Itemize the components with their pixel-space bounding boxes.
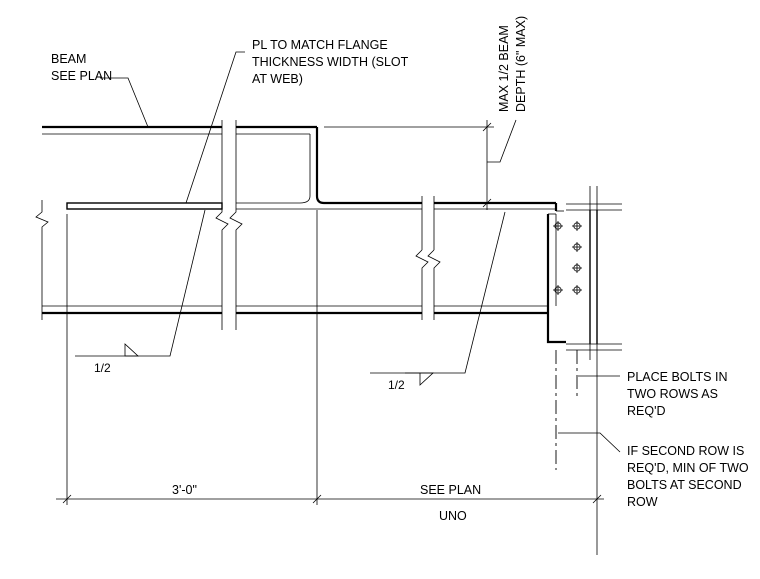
beam-bottom-flange [42,305,548,315]
note-pl-2: THICKNESS WIDTH (SLOT [252,55,409,69]
beam-top-flange-upper [42,125,325,205]
dim-right-value: SEE PLAN [420,483,481,497]
dim-right-sub: UNO [439,509,467,523]
bolt-holes [553,221,582,295]
note-second-4: ROW [627,495,658,509]
dim-left-value: 3'-0" [172,483,197,497]
note-pl-1: PL TO MATCH FLANGE [252,38,388,52]
note-bolts-1: PLACE BOLTS IN [627,370,728,384]
support-member [566,186,622,360]
dimension-string [56,210,604,505]
weld-size-right: 1/2 [388,378,405,392]
note-second-2: REQ'D, MIN OF TWO [627,461,749,475]
note-see-plan: SEE PLAN [51,69,112,83]
weld-size-left: 1/2 [94,361,111,375]
note-max-depth-2: DEPTH (6" MAX) [514,16,528,112]
leaders [75,51,621,453]
note-beam: BEAM [51,52,86,66]
note-pl-3: AT WEB) [252,72,303,86]
note-bolts-3: REQ'D [627,404,666,418]
note-bolts-2: TWO ROWS AS [627,387,718,401]
weld-symbol-right [419,372,435,386]
note-second-1: IF SECOND ROW IS [627,444,744,458]
shear-tab [546,213,566,344]
centerlines [555,350,598,555]
weld-symbol-left [124,343,140,357]
break-lines [35,120,441,330]
cope-depth-dimension [324,119,517,210]
flange-plate [66,201,564,212]
note-max-depth-1: MAX 1/2 BEAM [497,25,511,112]
note-second-3: BOLTS AT SECOND [627,478,742,492]
